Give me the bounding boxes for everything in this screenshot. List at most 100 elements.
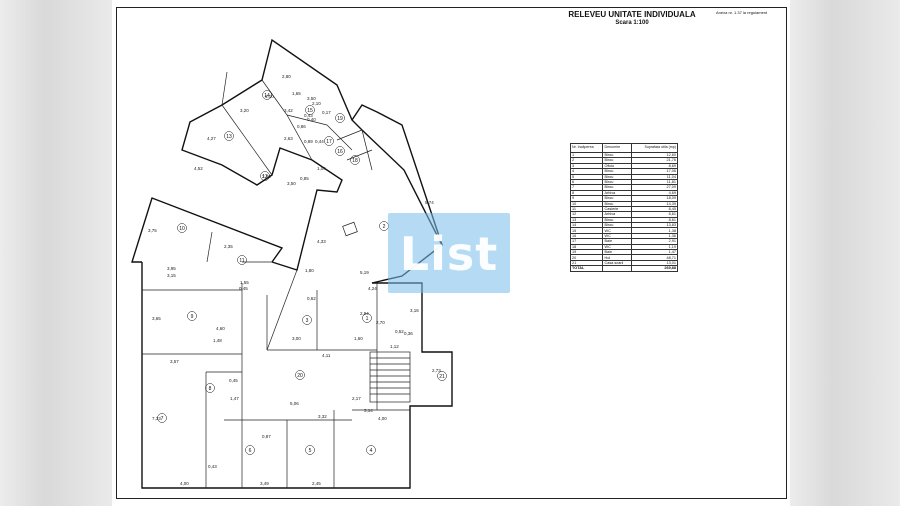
dimension-label: 0,45	[229, 378, 238, 383]
room-number: 20	[297, 373, 303, 379]
room-number: 13	[226, 134, 232, 140]
dimension-label: 0,62	[307, 296, 316, 301]
partition	[221, 104, 273, 176]
dimension-label: 1,80	[305, 268, 314, 273]
room-marker	[205, 383, 215, 393]
dimension-label: 0,36	[404, 331, 413, 336]
area-table: Nr. încăperea Denumire Suprafața utila (…	[569, 143, 678, 272]
dimension-label: 3,50	[287, 181, 296, 186]
dimension-label: 4,33	[317, 239, 326, 244]
dimension-label: 2,63	[284, 136, 293, 141]
room-number: 14	[264, 93, 270, 99]
room-marker	[362, 313, 372, 323]
dimension-label: 0,87	[262, 434, 271, 439]
dimension-label: 2,17	[352, 396, 361, 401]
dimension-label: 4,52	[194, 166, 203, 171]
watermark-logo: List	[388, 213, 510, 293]
room-marker	[305, 105, 315, 115]
room-marker	[262, 90, 272, 100]
dimension-label: 3,15	[167, 273, 176, 278]
room-number: 1	[366, 316, 369, 322]
room-number: 4	[370, 448, 373, 454]
drawing-frame	[116, 7, 787, 499]
room-marker	[302, 315, 312, 325]
room-marker	[366, 445, 376, 455]
dimension-label: 4,11	[322, 353, 331, 358]
room-marker	[437, 371, 447, 381]
partition	[361, 129, 373, 171]
dimension-label: 0,43	[304, 113, 313, 118]
watermark-text: List	[399, 227, 499, 281]
dimension-label: 1,65	[292, 91, 301, 96]
dimension-label: 0,52	[395, 329, 404, 334]
room-marker	[224, 131, 234, 141]
room-marker	[335, 146, 345, 156]
dimension-label: 1,48	[213, 338, 222, 343]
room-number: 11	[239, 258, 244, 264]
dimension-label: 4,27	[207, 136, 216, 141]
room-number: 21	[439, 374, 445, 380]
dimension-label: 5,06	[290, 401, 299, 406]
dimension-label: 3,57	[170, 359, 179, 364]
dimension-label: 2,73	[432, 368, 441, 373]
room-number: 3	[306, 318, 309, 324]
partition	[286, 114, 328, 126]
staircase	[369, 351, 411, 403]
wall-east-wing	[351, 104, 443, 246]
dimension-label: 4,60	[216, 326, 225, 331]
dimension-label: 0,40	[307, 117, 316, 122]
col-nr: Nr. încăperea	[569, 143, 604, 153]
dimension-label: 2,94	[360, 311, 369, 316]
dimension-label: 4,00	[180, 481, 189, 486]
col-area: Suprafața utila (mp)	[631, 143, 678, 153]
room-number: 18	[352, 158, 358, 164]
dimension-label: 2,10	[312, 101, 321, 106]
partition	[326, 124, 353, 151]
dimension-label: 2,45	[312, 481, 321, 486]
dimension-label: 7,33	[152, 416, 161, 421]
room-number: 10	[179, 226, 185, 232]
dimension-label: 0,45	[239, 286, 248, 291]
partition	[221, 71, 228, 106]
room-number: 6	[249, 448, 252, 454]
wall-west-wing	[131, 197, 284, 263]
room-marker	[260, 171, 270, 181]
dimension-label: 1,04	[317, 166, 326, 171]
dimension-label: 1,60	[354, 336, 363, 341]
background-right	[790, 0, 900, 506]
room-marker	[305, 445, 315, 455]
dimension-label: 3,42	[284, 108, 293, 113]
partition	[261, 79, 288, 116]
drawing-scale: Scara 1:100	[615, 20, 649, 26]
dimension-label: 3,20	[240, 108, 249, 113]
wall-outer-lower	[141, 262, 453, 489]
room-marker	[177, 223, 187, 233]
room-marker	[187, 311, 197, 321]
dimension-label: 0,89	[304, 139, 313, 144]
col-name: Denumire	[602, 143, 633, 153]
room-number: 16	[337, 149, 343, 155]
room-number: 19	[337, 116, 343, 122]
dimension-label: 0,85	[300, 176, 309, 181]
dimension-label: 0,43	[208, 464, 217, 469]
dimension-label: 5,19	[360, 270, 369, 275]
dimension-label: 3,32	[318, 414, 327, 419]
dimension-label: 3,75	[148, 228, 157, 233]
dimension-label: 0,86	[297, 124, 306, 129]
dimension-label: 1,12	[390, 344, 399, 349]
dimension-label: 2,70	[376, 320, 385, 325]
drawing-title: RELEVEU UNITATE INDIVIDUALA	[568, 10, 696, 19]
background-left	[0, 0, 112, 506]
partition	[346, 149, 373, 161]
dimension-label: 3,95	[167, 266, 176, 271]
room-marker	[237, 255, 247, 265]
dimension-label: 4,24	[368, 286, 377, 291]
dimension-label: 3,65	[152, 316, 161, 321]
room-number: 8	[209, 386, 212, 392]
drawing-sheet: RELEVEU UNITATE INDIVIDUALA Scara 1:100 …	[112, 0, 790, 506]
dimension-label: 0,17	[322, 110, 331, 115]
dimension-label: 1,47	[230, 396, 239, 401]
dimension-label: 5,74	[425, 200, 434, 205]
